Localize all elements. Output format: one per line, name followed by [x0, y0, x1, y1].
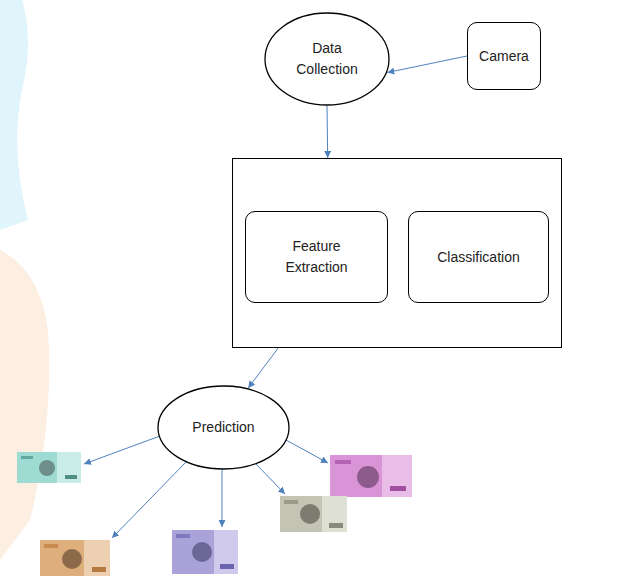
ellipse-outline: [264, 12, 390, 106]
node-label: Classification: [437, 247, 519, 268]
input-box: Camera: [467, 22, 541, 90]
output-ellipse: Prediction: [157, 385, 290, 470]
pointer-arrow: [286, 440, 328, 463]
process-box: Feature Extraction: [245, 211, 388, 303]
node-label: Feature Extraction: [262, 236, 372, 278]
background-decoration: [0, 250, 49, 560]
flow-arrow: [327, 106, 329, 158]
banknote-image: [40, 540, 110, 576]
ellipse-shape: [158, 386, 289, 469]
banknote-image: [172, 530, 238, 574]
background-decoration: [0, 0, 28, 230]
flow-arrow: [248, 348, 278, 388]
node-label: Data Collection: [288, 38, 366, 80]
process-ellipse: Data Collection: [264, 12, 390, 106]
node-label: Camera: [479, 46, 529, 67]
pointer-arrow: [222, 470, 223, 527]
group-box: Feature Extraction Classification: [232, 158, 562, 348]
pointer-arrow: [256, 464, 285, 494]
pointer-arrow: [84, 436, 160, 464]
ellipse-shape: [265, 13, 389, 105]
pointer-arrow: [112, 462, 186, 538]
banknote-image: [330, 455, 412, 497]
flow-arrow: [387, 56, 467, 73]
process-box: Classification: [408, 211, 549, 303]
banknote-image: [17, 452, 81, 483]
banknote-image: [280, 496, 347, 532]
node-label: Prediction: [192, 417, 254, 438]
